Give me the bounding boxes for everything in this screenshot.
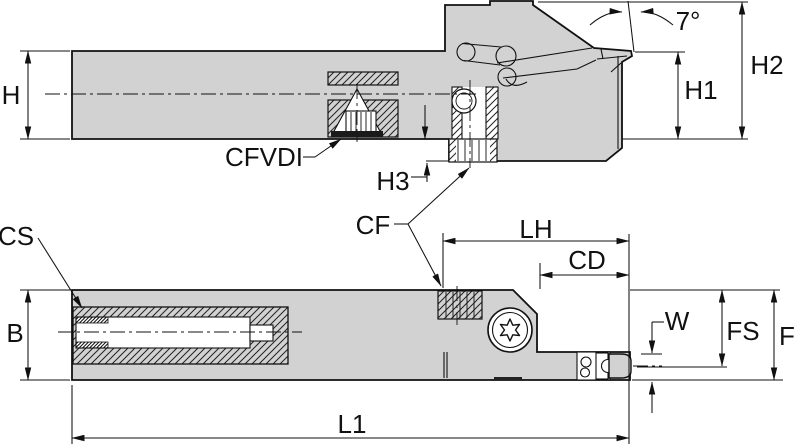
insert-tip-plan	[608, 353, 632, 379]
label-H: H	[2, 80, 21, 110]
dim-FS: FS	[637, 289, 760, 368]
label-angle: 7°	[676, 6, 701, 36]
threaded-boss	[448, 138, 498, 163]
label-CS: CS	[0, 221, 34, 251]
dim-B: B	[6, 289, 70, 381]
dim-H: H	[2, 50, 70, 140]
label-CF: CF	[356, 210, 391, 240]
top-view: H H1 H2 H3 7°	[2, 0, 784, 287]
check-ball-inner	[455, 92, 473, 110]
cfvdi-screw-threads	[350, 112, 372, 131]
bore-wall-right	[485, 86, 499, 140]
threaded-boss-threads	[457, 140, 487, 161]
torx-star	[499, 318, 521, 342]
lever-head-circle	[495, 45, 517, 67]
torx-inner	[491, 311, 529, 349]
label-CD: CD	[568, 245, 606, 275]
threaded-boss-hatch-left	[449, 139, 456, 162]
torx-screw-icon	[487, 307, 533, 353]
callout-CS: CS	[0, 221, 83, 309]
entry-thread-top	[75, 316, 109, 324]
cfvdi-top-band	[327, 71, 399, 86]
threaded-boss-hatch-right	[490, 139, 497, 162]
label-H2: H2	[750, 50, 783, 80]
dim-angle-7deg: 7°	[589, 0, 701, 53]
entry-thread-bottom	[75, 341, 109, 349]
torx-outer	[487, 307, 533, 353]
blade-seat-notch	[505, 78, 528, 86]
bottom-edge-tab	[494, 377, 522, 380]
label-LH: LH	[519, 214, 552, 244]
blade-bottom-edge	[502, 59, 597, 79]
cfvdi-clamp-section	[327, 71, 399, 142]
dim-H3: H3	[376, 105, 449, 196]
dim-L1: L1	[71, 385, 630, 444]
label-H1: H1	[684, 75, 717, 105]
label-B: B	[6, 318, 23, 348]
dim-H1: H1	[635, 51, 718, 140]
fitting-threads	[445, 292, 475, 318]
label-L1: L1	[338, 409, 367, 439]
coolant-fitting-plan	[437, 286, 483, 325]
lever-bar-top	[461, 42, 502, 48]
blade-slot-lines	[443, 352, 448, 378]
callout-CF: CF	[356, 167, 470, 287]
pocket-hole-2	[579, 367, 591, 378]
blade-top-edge	[496, 47, 593, 64]
insert-tip-edges	[596, 48, 628, 73]
pocket-hole-1	[580, 356, 592, 368]
label-CFVDI: CFVDI	[225, 142, 303, 172]
label-H3: H3	[376, 166, 409, 196]
label-F: F	[779, 321, 795, 351]
clamp-lever	[456, 42, 517, 87]
dim-H2: H2	[538, 1, 784, 140]
channel-bore-small	[249, 324, 274, 342]
coolant-fitting-top	[448, 80, 499, 168]
label-W: W	[665, 306, 690, 336]
dim-LH: LH	[442, 214, 630, 444]
cfvdi-base-strip	[331, 131, 383, 137]
dim-W: W	[641, 306, 690, 413]
label-FS: FS	[726, 316, 759, 346]
dim-F: F	[770, 289, 795, 381]
callout-CFVDI: CFVDI	[225, 138, 342, 172]
bottom-view: B CS LH CD W	[0, 214, 795, 444]
coolant-channel	[58, 306, 302, 365]
lever-bar-bottom	[463, 59, 501, 66]
dim-CD: CD	[539, 245, 630, 289]
lever-lower-lobe	[497, 67, 517, 87]
insert-pocket	[576, 351, 662, 381]
